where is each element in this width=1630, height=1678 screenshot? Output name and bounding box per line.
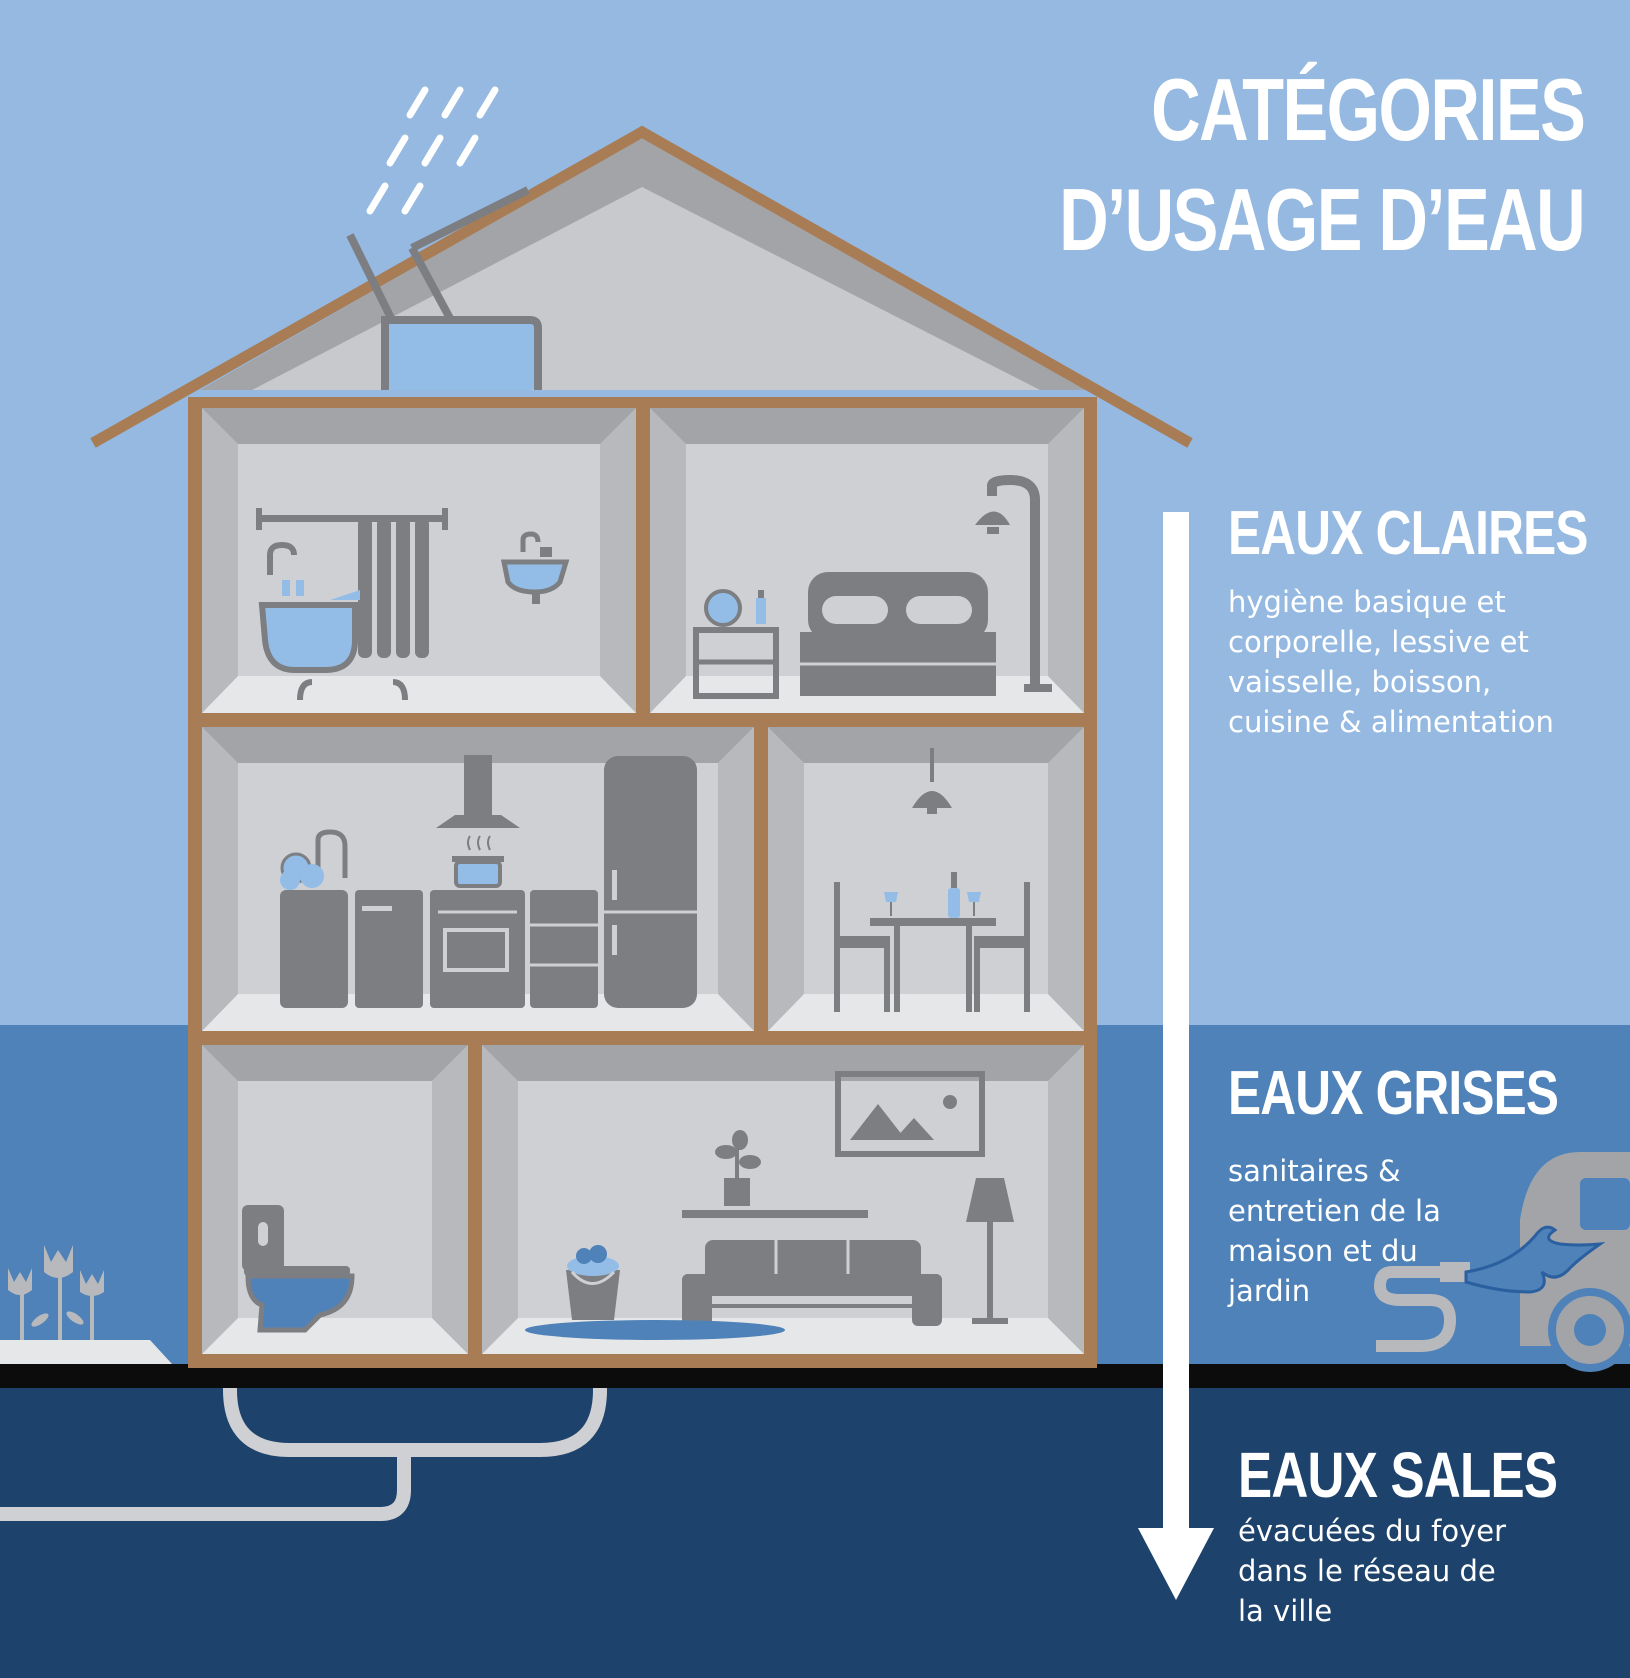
tulip-garden-icon [0, 1245, 172, 1364]
drain-pipe-icon [0, 1388, 607, 1521]
dirty-water-heading: EAUX SALES [1238, 1439, 1558, 1511]
clear-water-description: hygiène basique et corporelle, lessive e… [1228, 585, 1554, 739]
rain-icon [366, 86, 499, 215]
bathtub-icon [256, 508, 448, 701]
floor-lamp-icon [975, 474, 1052, 692]
down-arrow-icon [1138, 512, 1214, 1600]
bucket-icon [525, 1245, 785, 1340]
toilet-icon [242, 1205, 355, 1333]
picture-frame-icon [835, 1071, 985, 1157]
kitchen-counter-icon [280, 829, 598, 1008]
grey-water-heading: EAUX GRISES [1228, 1059, 1559, 1128]
bed-icon [800, 572, 996, 696]
solar-panel-icon [346, 186, 530, 324]
range-hood-icon [436, 755, 520, 828]
pressure-washer-icon [1373, 1225, 1606, 1352]
title-line-1: CATÉGORIES [1150, 60, 1586, 159]
floor-lamp-living-icon [966, 1178, 1014, 1324]
fridge-icon [604, 756, 697, 1008]
sofa-icon [682, 1240, 942, 1326]
water-tank-icon [381, 316, 542, 390]
grey-water-description: sanitaires & entretien de la maison et d… [1228, 1154, 1441, 1308]
room-dining [768, 727, 1084, 1031]
sink-icon [500, 531, 570, 604]
pendant-lamp-icon [912, 748, 952, 814]
title-line-2: D’USAGE D’EAU [1058, 170, 1586, 269]
clear-water-heading: EAUX CLAIRES [1228, 499, 1588, 568]
fishbowl-icon [693, 589, 779, 699]
dirty-water-description: évacuées du foyer dans le réseau de la v… [1238, 1514, 1506, 1628]
cooking-pot-icon [452, 835, 504, 888]
sewer-band [0, 1388, 1630, 1678]
dining-table-icon [834, 872, 1030, 1012]
plant-icon [682, 1130, 868, 1218]
